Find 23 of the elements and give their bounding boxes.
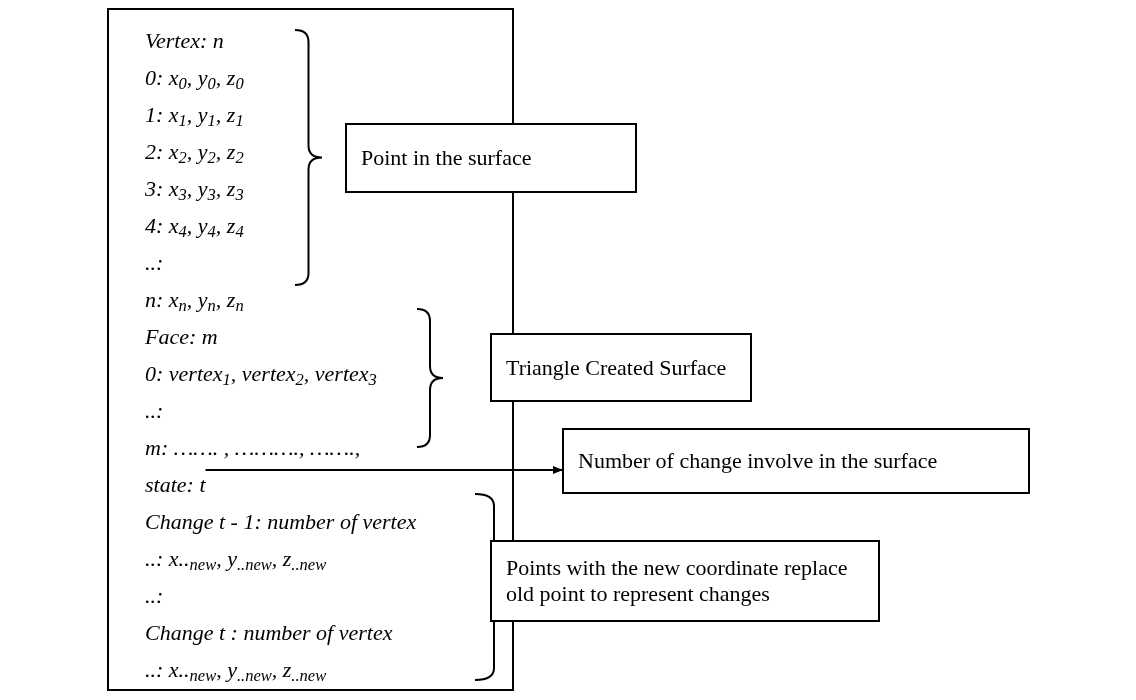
text-line: m: ……. , ………., ……., (145, 434, 361, 462)
callout-box: Number of change involve in the surface (562, 428, 1030, 494)
text-line: 3: x$_{3}$, y$_{3}$, z$_{3}$ (145, 175, 244, 207)
text-line: Face: m (145, 323, 218, 351)
callout-box: Points with the new coordinate replace old point to represent changes (490, 540, 880, 622)
callout-box: Triangle Created Surface (490, 333, 752, 402)
text-line: Change t : number of vertex (145, 619, 393, 647)
text-line: Vertex: n (145, 27, 224, 55)
text-line: n: x$_{n}$, y$_{n}$, z$_{n}$ (145, 286, 244, 318)
text-line: ..: x..$_{new}$, y$_{..new}$, z$_{..new}$ (145, 545, 327, 577)
text-line: ..: (145, 249, 164, 277)
text-line: ..: (145, 582, 164, 610)
text-line: 4: x$_{4}$, y$_{4}$, z$_{4}$ (145, 212, 244, 244)
text-line: 0: vertex$_{1}$, vertex$_{2}$, vertex$_{3}$ (145, 360, 377, 392)
text-line: ..: (145, 397, 164, 425)
text-line: Change t - 1: number of vertex (145, 508, 417, 536)
text-line: 0: x$_{0}$, y$_{0}$, z$_{0}$ (145, 64, 244, 96)
text-line: 1: x$_{1}$, y$_{1}$, z$_{1}$ (145, 101, 244, 133)
arrow (204, 466, 563, 474)
text-line: 2: x$_{2}$, y$_{2}$, z$_{2}$ (145, 138, 244, 170)
callout-box: Point in the surface (345, 123, 637, 193)
text-line: ..: x..$_{new}$, y$_{..new}$, z$_{..new}$ (145, 656, 327, 688)
text-line: state: t (145, 466, 206, 503)
